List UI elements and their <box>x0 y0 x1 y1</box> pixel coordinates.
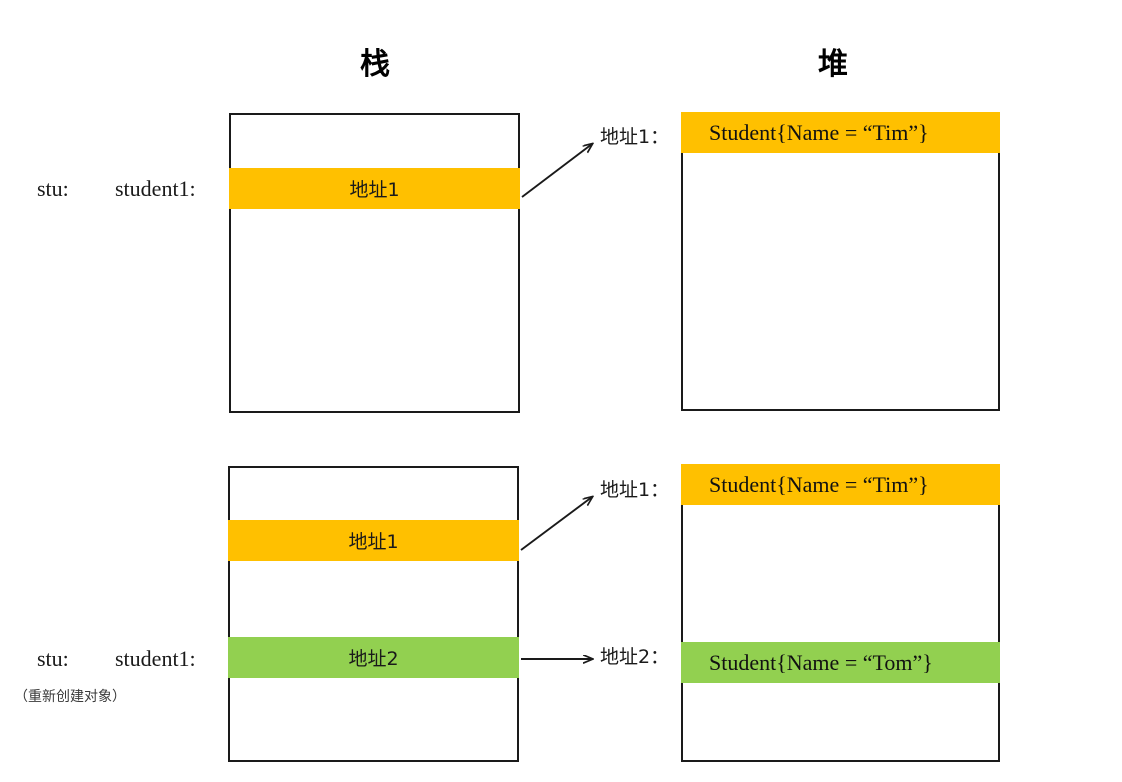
bottom-heap-slot-tom[interactable]: Student{Name = “Tom”} <box>681 642 1000 683</box>
bottom-heap-box: Student{Name = “Tim”} Student{Name = “To… <box>681 464 1000 762</box>
top-stack-box: 地址1 <box>229 113 520 413</box>
bottom-stack-slot-address1[interactable]: 地址1 <box>228 520 519 561</box>
heap-title: 堆 <box>818 47 848 82</box>
top-heap-slot-tim[interactable]: Student{Name = “Tim”} <box>681 112 1000 153</box>
bottom-stack-var-stu: stu: <box>37 646 69 671</box>
arrow-top-address1 <box>521 144 592 198</box>
arrow-bottom-address1 <box>520 497 592 551</box>
top-stack-slot-address1[interactable]: 地址1 <box>229 168 520 209</box>
bottom-heap-slot-tim[interactable]: Student{Name = “Tim”} <box>681 464 1000 505</box>
top-stack-var-student1: student1: <box>115 176 196 201</box>
bottom-stack-slot-address2[interactable]: 地址2 <box>228 637 519 678</box>
bottom-heap-address1-caption: 地址1： <box>600 479 670 501</box>
bottom-stack-box: 地址1 地址2 <box>228 466 519 762</box>
bottom-heap-address2-caption: 地址2： <box>600 646 670 668</box>
bottom-stack-note: （重新创建对象） <box>14 689 126 705</box>
top-heap-address1-caption: 地址1： <box>600 126 670 148</box>
top-stack-var-stu: stu: <box>37 176 69 201</box>
stack-title: 栈 <box>360 47 390 82</box>
top-heap-box: Student{Name = “Tim”} <box>681 112 1000 411</box>
bottom-stack-var-student1: student1: <box>115 646 196 671</box>
